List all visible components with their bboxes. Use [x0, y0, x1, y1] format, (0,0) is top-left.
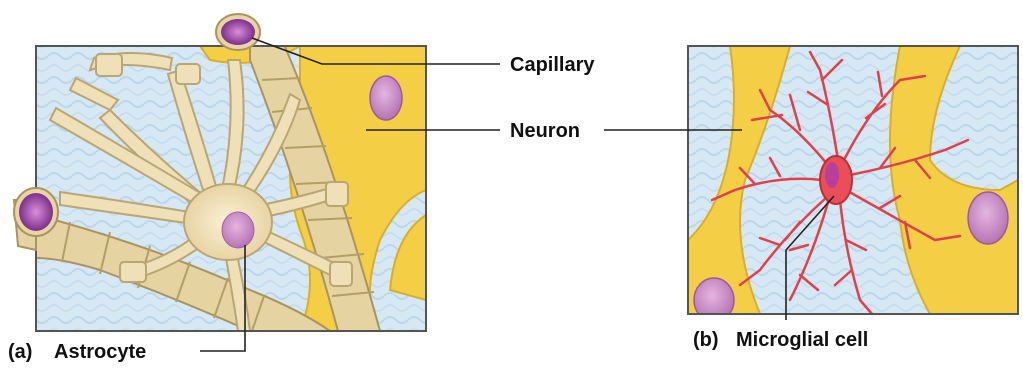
capillary-lumen-top: [216, 14, 260, 50]
neuron-nucleus: [370, 76, 402, 120]
astrocyte-caption-prefix: (a): [8, 341, 32, 363]
microglia-label: Microglial cell: [736, 329, 868, 351]
microglia-caption-prefix: (b): [693, 329, 719, 351]
microglia-panel: [688, 46, 1018, 322]
neuron-nucleus-left: [694, 278, 734, 322]
astrocyte-nucleus: [222, 212, 254, 248]
microglia-nucleus: [825, 162, 839, 188]
neuron-label: Neuron: [510, 120, 580, 142]
neuron-nucleus-right: [968, 192, 1008, 244]
astrocyte-panel: [14, 14, 426, 331]
capillary-label: Capillary: [510, 54, 595, 76]
astrocyte-label: Astrocyte: [54, 341, 146, 363]
